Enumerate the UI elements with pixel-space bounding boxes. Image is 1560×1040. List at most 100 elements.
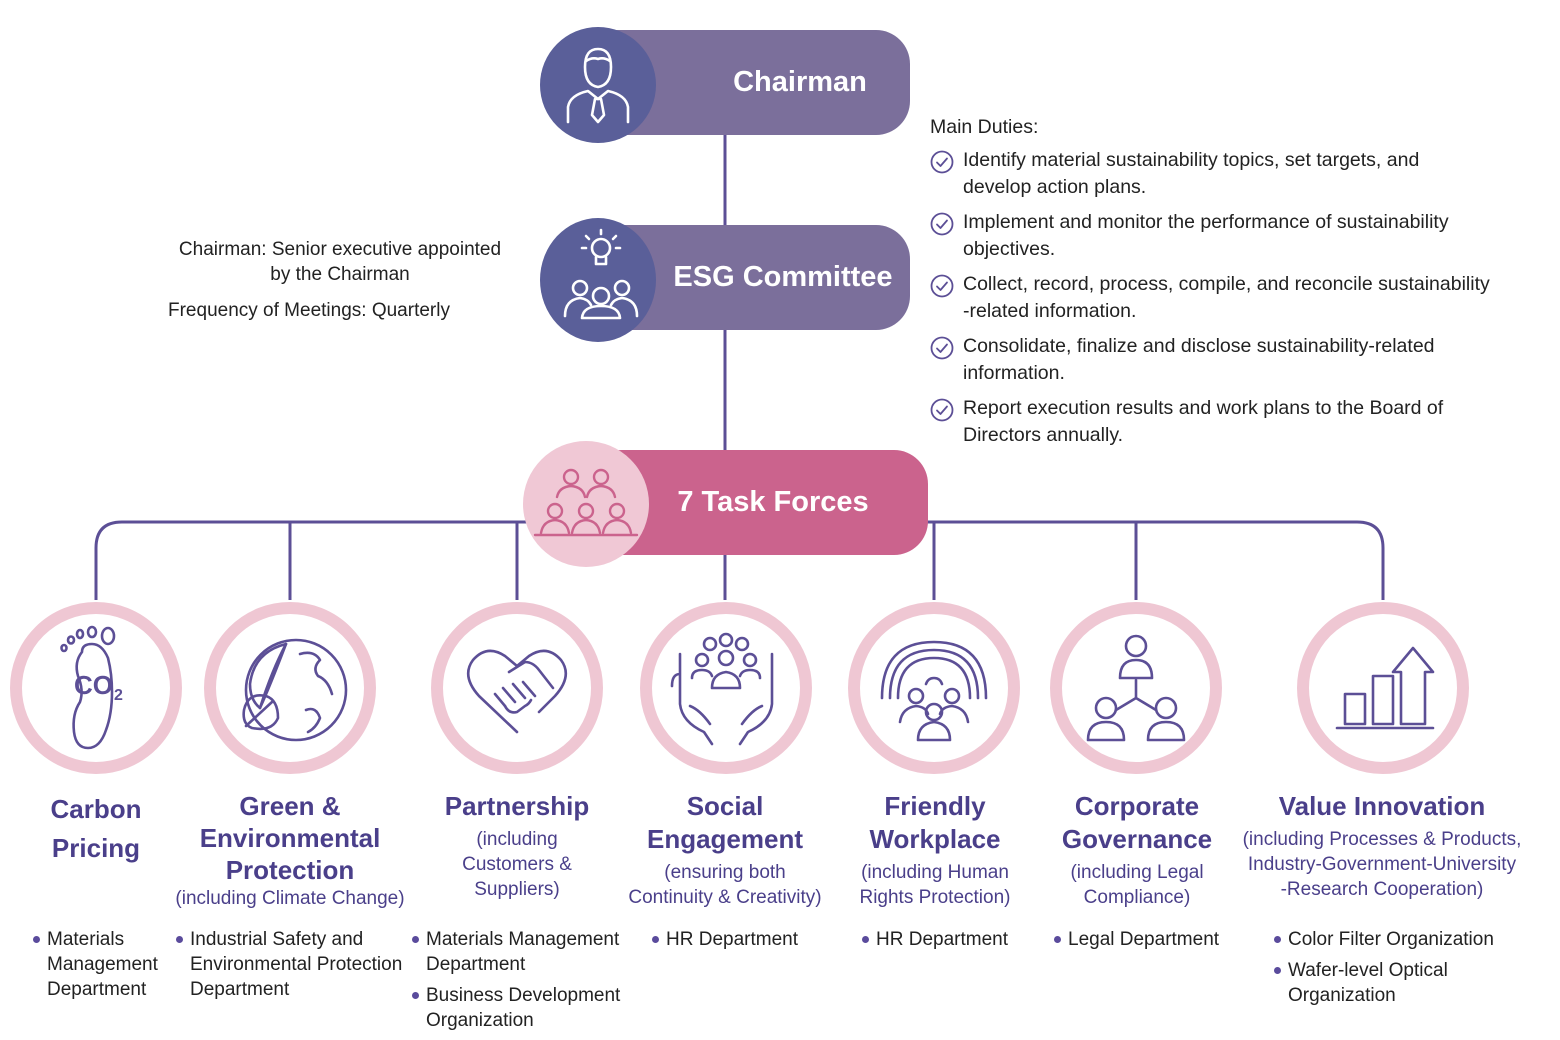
- committee-chair-line1: Chairman: Senior executive appointed: [178, 239, 502, 260]
- duty-line: information.: [963, 362, 1065, 384]
- check-circle-icon: [930, 274, 954, 298]
- tf-value-depts: Color Filter Organization Wafer-level Op…: [1274, 927, 1524, 1014]
- dept-line: Department: [190, 979, 290, 1000]
- tf-green-depts: Industrial Safety and Environmental Prot…: [176, 927, 416, 1008]
- tf-partnership-sub: (including Customers & Suppliers): [400, 827, 634, 902]
- main-duties-heading: Main Duties:: [930, 116, 1039, 138]
- co2-footprint-icon: CO 2: [60, 625, 123, 750]
- dept-item: Legal Department: [1054, 927, 1234, 952]
- tf-governance-sub-1: (including Legal: [1070, 862, 1204, 883]
- dept-item: Color Filter Organization: [1274, 927, 1524, 952]
- partnership-circle: [431, 602, 603, 774]
- tf-governance-depts: Legal Department: [1054, 927, 1234, 958]
- tf-governance-title-1: Corporate: [1074, 791, 1200, 821]
- dept-line: Business Development: [426, 985, 621, 1006]
- tf-partnership-sub-3: Suppliers): [474, 879, 560, 900]
- handshake-heart-icon: [466, 649, 568, 734]
- tf-carbon-title-1: Carbon: [50, 794, 142, 824]
- tf-governance-sub-2: Compliance): [1083, 887, 1191, 908]
- leaf-globe-icon: [242, 638, 348, 742]
- tf-green-sub: (including Climate Change): [175, 888, 405, 909]
- dept-line: HR Department: [876, 929, 1008, 950]
- duty-line: Implement and monitor the performance of…: [963, 211, 1449, 233]
- committee-chair-note: Chairman: Senior executive appointed by …: [160, 237, 520, 287]
- tf-friendly-title: Friendly Workplace: [835, 790, 1035, 856]
- committee-icon-circle: [540, 218, 656, 342]
- growth-chart-icon: [1335, 646, 1435, 730]
- dept-line: Wafer-level Optical: [1288, 960, 1448, 981]
- team-group-icon: [533, 468, 639, 537]
- dept-line: Legal Department: [1068, 929, 1220, 950]
- main-duties-list: Identify material sustainability topics,…: [930, 147, 1530, 449]
- duty-item: Implement and monitor the performance of…: [930, 209, 1530, 263]
- value-innovation-circle: [1297, 602, 1469, 774]
- duty-line: Consolidate, finalize and disclose susta…: [963, 335, 1435, 357]
- committee-frequency-note: Frequency of Meetings: Quarterly: [168, 300, 450, 321]
- task-forces-label: 7 Task Forces: [677, 486, 869, 518]
- tf-partnership-depts: Materials Management Department Business…: [412, 927, 632, 1039]
- esg-committee-label: ESG Committee: [673, 261, 893, 293]
- meeting-idea-icon: [563, 228, 639, 320]
- duty-item: Identify material sustainability topics,…: [930, 147, 1530, 201]
- svg-text:CO: CO: [74, 670, 113, 700]
- duty-line: Report execution results and work plans …: [963, 397, 1444, 419]
- tf-value-sub: (including Processes & Products, Industr…: [1222, 827, 1542, 902]
- dept-line: Environmental Protection: [190, 954, 403, 975]
- duty-item: Report execution results and work plans …: [930, 395, 1530, 449]
- tf-social-sub: (ensuring both Continuity & Creativity): [615, 860, 835, 910]
- tf-value-title: Value Innovation: [1278, 791, 1486, 821]
- committee-chair-line2: by the Chairman: [270, 264, 410, 285]
- dept-line: Department: [426, 954, 526, 975]
- carbon-pricing-circle: CO 2: [10, 602, 182, 774]
- tf-value-sub-1: (including Processes & Products,: [1242, 829, 1522, 850]
- tf-value-sub-3: -Research Cooperation): [1280, 879, 1484, 900]
- tf-friendly-sub-2: Rights Protection): [859, 887, 1011, 908]
- dept-line: Color Filter Organization: [1288, 929, 1494, 950]
- chairman-icon-circle: [540, 27, 656, 143]
- tf-social-sub-2: Continuity & Creativity): [628, 887, 822, 908]
- duty-item: Consolidate, finalize and disclose susta…: [930, 333, 1530, 387]
- duty-line: -related information.: [963, 300, 1137, 322]
- dept-item: HR Department: [862, 927, 1032, 952]
- duty-item: Collect, record, process, compile, and r…: [930, 271, 1530, 325]
- tf-carbon-depts: Materials Management Department: [33, 927, 183, 1008]
- dept-item: Wafer-level Optical Organization: [1274, 958, 1524, 1008]
- tf-value-sub-2: Industry-Government-University: [1247, 854, 1517, 875]
- tf-friendly-title-1: Friendly: [884, 791, 986, 821]
- tf-social-title: Social Engagement: [615, 790, 835, 856]
- tf-green-title-3: Protection: [225, 855, 355, 885]
- chairman-label: Chairman: [733, 66, 867, 98]
- tf-governance-title-2: Governance: [1061, 824, 1213, 854]
- tf-governance-title: Corporate Governance: [1040, 790, 1234, 856]
- svg-text:2: 2: [114, 687, 123, 704]
- tf-green-title-2: Environmental: [199, 823, 381, 853]
- task-forces-icon-circle: [523, 441, 649, 567]
- dept-line: Organization: [1288, 985, 1396, 1006]
- tf-social-title-1: Social: [686, 791, 764, 821]
- tf-friendly-depts: HR Department: [862, 927, 1032, 958]
- dept-item: Industrial Safety and Environmental Prot…: [176, 927, 416, 1002]
- dept-item: Business Development Organization: [412, 983, 632, 1033]
- dept-item: Materials Management Department: [33, 927, 183, 1002]
- tf-partnership-sub-2: Customers &: [462, 854, 572, 875]
- duty-line: Collect, record, process, compile, and r…: [963, 273, 1490, 295]
- dept-line: Industrial Safety and: [190, 929, 364, 950]
- dept-item: HR Department: [652, 927, 832, 952]
- social-engagement-circle: [640, 602, 812, 774]
- tf-partnership-title: Partnership: [444, 791, 590, 821]
- friendly-workplace-circle: [848, 602, 1020, 774]
- dept-line: Materials Management: [426, 929, 620, 950]
- tf-social-depts: HR Department: [652, 927, 832, 958]
- tf-partnership-sub-1: (including: [476, 829, 558, 850]
- tf-social-title-2: Engagement: [646, 824, 804, 854]
- dept-line: HR Department: [666, 929, 798, 950]
- check-circle-icon: [930, 336, 954, 360]
- check-circle-icon: [930, 398, 954, 422]
- tf-governance-sub: (including Legal Compliance): [1040, 860, 1234, 910]
- duty-line: develop action plans.: [963, 176, 1147, 198]
- tf-green-title-1: Green &: [239, 791, 341, 821]
- main-duties-panel: Main Duties: Identify material sustainab…: [930, 114, 1530, 449]
- tf-friendly-title-2: Workplace: [869, 824, 1001, 854]
- duty-line: Identify material sustainability topics,…: [963, 149, 1420, 171]
- rainbow-people-icon: [880, 640, 988, 742]
